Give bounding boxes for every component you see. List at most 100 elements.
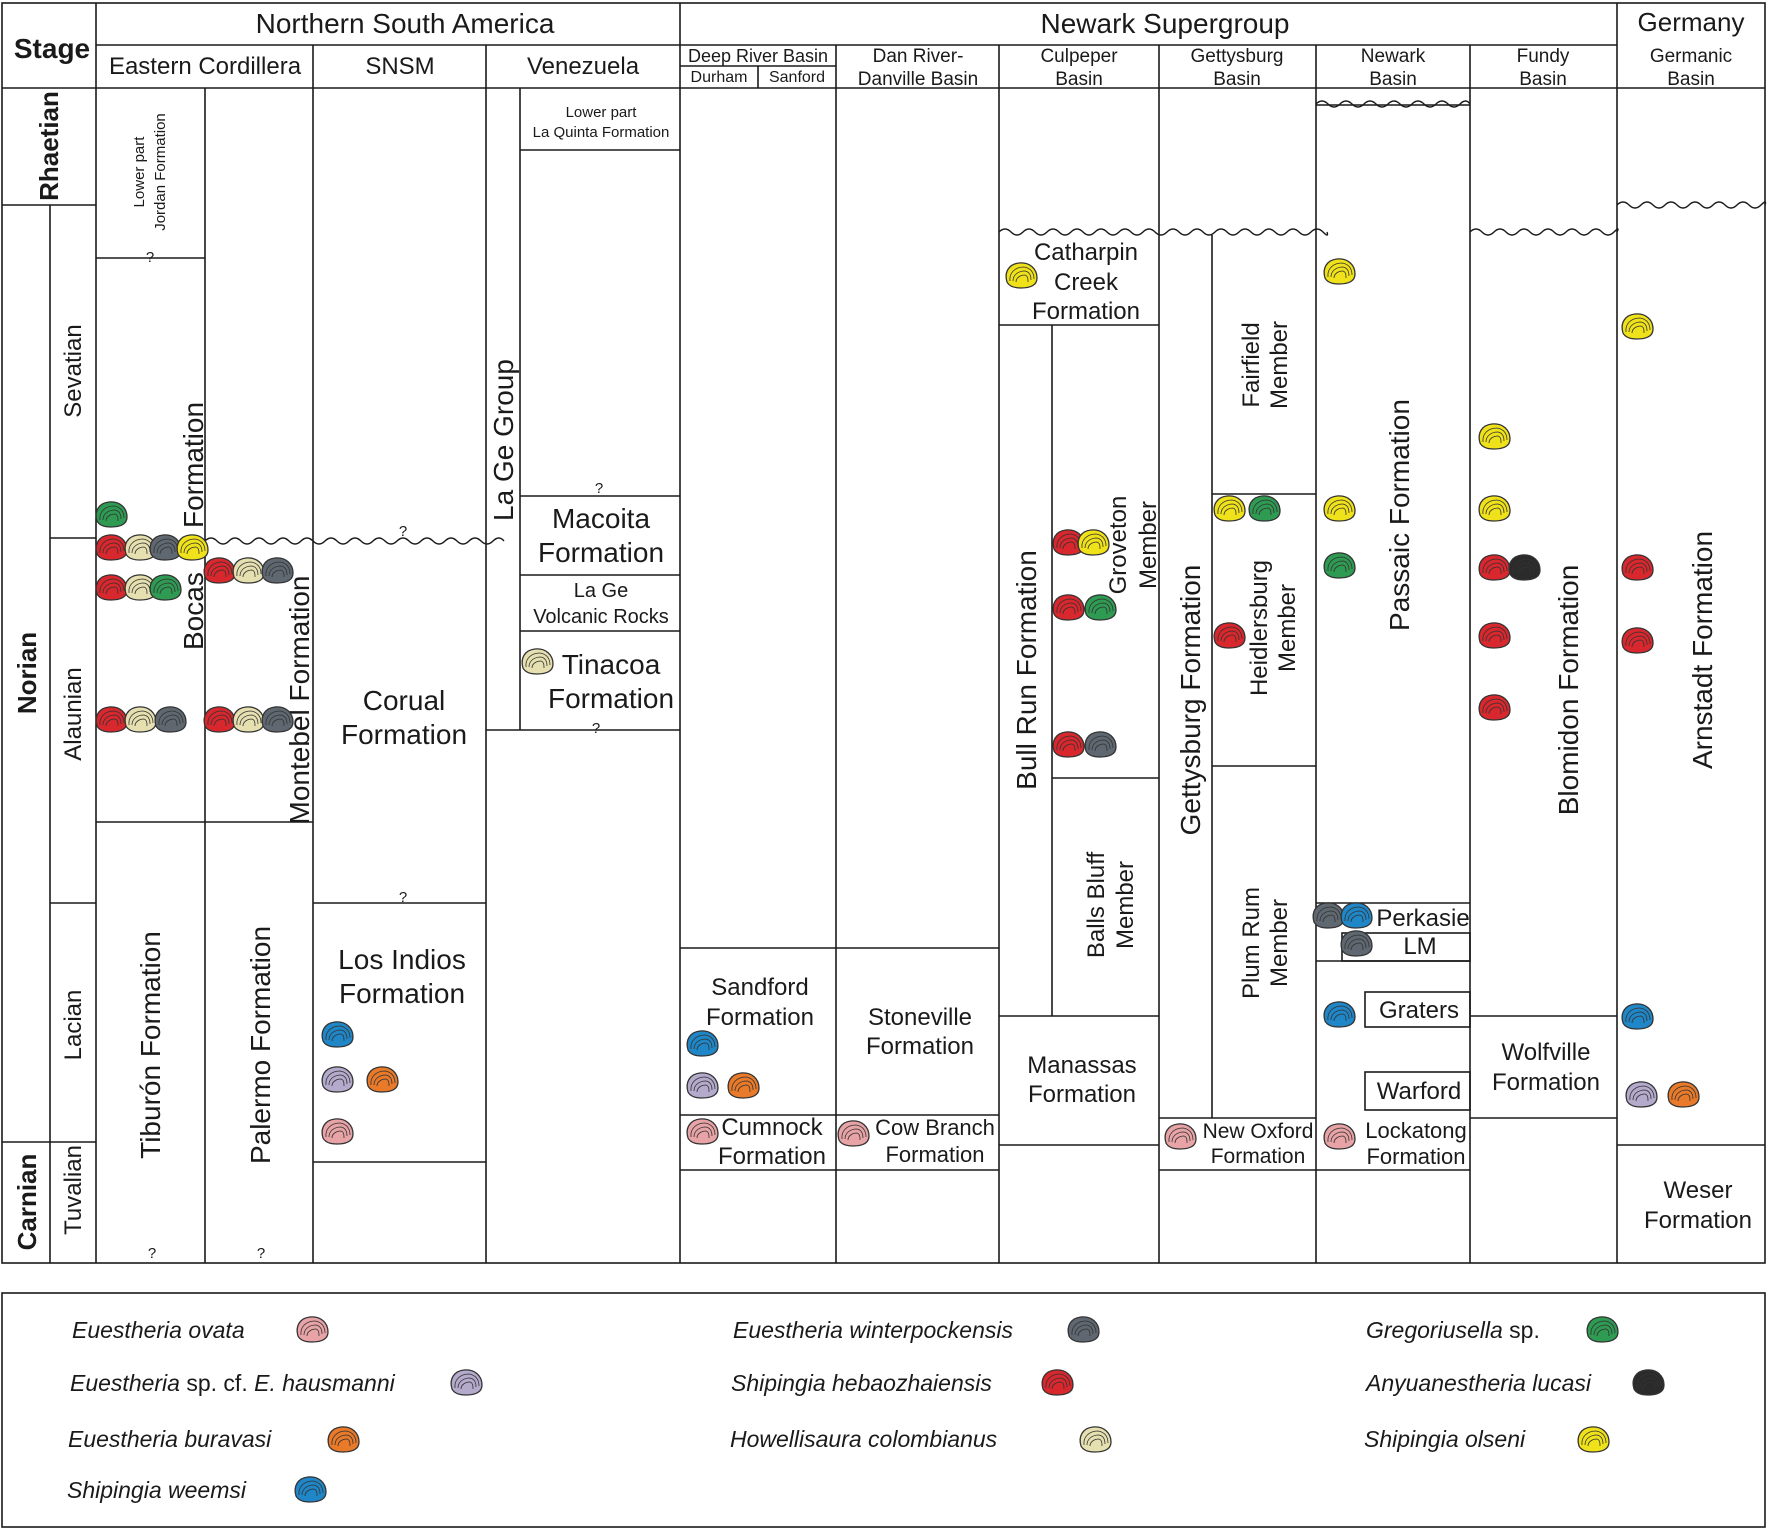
gregoriusella-shell-icon (1586, 1316, 1619, 1343)
bocas-label-1: Bocas (178, 572, 209, 650)
col-culpeper-2: Basin (1055, 69, 1103, 90)
montebel-formation: Montebel Formation (284, 575, 315, 824)
hebaozhaiensis-shell-icon (95, 706, 128, 733)
legend-euestheria-ovata: Euestheria ovata (72, 1317, 245, 1343)
hausmanni-shell-icon (1625, 1081, 1658, 1108)
ovata-shell-icon (321, 1118, 354, 1145)
substage-lacian: Lacian (60, 990, 87, 1061)
gettysburg-formation: Gettysburg Formation (1175, 565, 1206, 836)
winterpockensis-shell-icon (261, 557, 294, 584)
macoita-label-2: Formation (538, 537, 664, 568)
weemsi-shell-icon (686, 1030, 719, 1057)
lagevolc-label-2: Volcanic Rocks (533, 606, 669, 628)
uncertain-mark: ? (595, 480, 603, 497)
hebaozhaiensis-shell-icon (1052, 594, 1085, 621)
legend-euestheria-hausmanni: Euestheria sp. cf. E. hausmanni (70, 1370, 396, 1396)
newoxford-label-1: New Oxford (1203, 1120, 1314, 1143)
lucasi-shell-icon (1632, 1369, 1665, 1396)
olseni-shell-icon (1478, 495, 1511, 522)
formation-labels: Lower part Jordan Formation ? Bocas Form… (131, 104, 1752, 1262)
legend-euestheria-buravasi: Euestheria buravasi (68, 1426, 272, 1452)
tinacoa-label-1: Tinacoa (562, 649, 661, 680)
hausmanni-shell-icon (450, 1369, 483, 1396)
legend-howellisaura-colombianus: Howellisaura colombianus (730, 1426, 998, 1452)
col-durham: Durham (691, 69, 748, 86)
group-newark-supergroup: Newark Supergroup (1040, 8, 1289, 39)
quinta-label-2: La Quinta Formation (533, 124, 670, 141)
ovata-shell-icon (1323, 1123, 1356, 1150)
col-fundy-2: Basin (1519, 69, 1567, 90)
ovata-shell-icon (1164, 1123, 1197, 1150)
perkasie-label: Perkasie (1376, 905, 1469, 932)
col-germanic-1: Germanic (1650, 46, 1732, 67)
plumrum-label-2: Member (1266, 899, 1293, 987)
uncertain-mark: ? (148, 1245, 156, 1262)
lockatong-label-2: Formation (1366, 1144, 1465, 1169)
group-germany: Germany (1638, 7, 1745, 37)
stage-carnian: Carnian (12, 1154, 42, 1251)
hebaozhaiensis-shell-icon (1478, 554, 1511, 581)
col-newark-1: Newark (1361, 46, 1426, 67)
lucasi-shell-icon (1508, 554, 1541, 581)
olseni-shell-icon (1478, 423, 1511, 450)
gregoriusella-shell-icon (149, 574, 182, 601)
legend-shipingia-weemsi: Shipingia weemsi (67, 1477, 247, 1503)
olseni-shell-icon (1323, 495, 1356, 522)
col-dan-river-2: Danville Basin (858, 69, 978, 90)
buravasi-shell-icon (1667, 1081, 1700, 1108)
hebaozhaiensis-shell-icon (1478, 694, 1511, 721)
hebaozhaiensis-shell-icon (1621, 554, 1654, 581)
uncertain-mark: ? (146, 249, 154, 266)
col-culpeper-1: Culpeper (1040, 46, 1118, 67)
hebaozhaiensis-shell-icon (1052, 731, 1085, 758)
corual-label-2: Formation (341, 719, 467, 750)
col-gettysburg-1: Gettysburg (1191, 46, 1284, 67)
cumnock-label-1: Cumnock (721, 1114, 823, 1141)
cowbranch-label-2: Formation (885, 1142, 984, 1167)
losindios-label-1: Los Indios (338, 944, 466, 975)
catharpin-label-3: Formation (1032, 298, 1140, 325)
col-venezuela: Venezuela (527, 53, 640, 80)
gregoriusella-shell-icon (95, 501, 128, 528)
blomidon-formation: Blomidon Formation (1553, 565, 1584, 816)
weemsi-shell-icon (321, 1021, 354, 1048)
group-northern-south-america: Northern South America (256, 8, 555, 39)
unconformity-lines (204, 100, 1767, 545)
winterpockensis-shell-icon (1067, 1316, 1100, 1343)
sandford-label-1: Sandford (711, 974, 808, 1001)
winterpockensis-shell-icon (149, 534, 182, 561)
lm-label: LM (1403, 933, 1436, 960)
lage-group: La Ge Group (488, 359, 519, 521)
wolfville-label-1: Wolfville (1502, 1039, 1591, 1066)
weemsi-shell-icon (294, 1476, 327, 1503)
substage-tuvalian: Tuvalian (60, 1145, 87, 1235)
weser-label-1: Weser (1664, 1177, 1733, 1204)
col-sanford: Sanford (769, 69, 825, 86)
quinta-label-1: Lower part (566, 104, 638, 121)
wolfville-label-2: Formation (1492, 1069, 1600, 1096)
manassas-label-2: Formation (1028, 1081, 1136, 1108)
colombianus-shell-icon (521, 648, 554, 675)
substage-alaunian: Alaunian (60, 667, 87, 760)
lockatong-label-1: Lockatong (1365, 1118, 1467, 1143)
palermo-formation: Palermo Formation (245, 926, 276, 1164)
olseni-shell-icon (1077, 529, 1110, 556)
olseni-shell-icon (1323, 258, 1356, 285)
legend-euestheria-winterpockensis: Euestheria winterpockensis (733, 1317, 1013, 1343)
stoneville-label-1: Stoneville (868, 1004, 972, 1031)
stage-rhaetian: Rhaetian (34, 91, 64, 201)
stoneville-label-2: Formation (866, 1033, 974, 1060)
cowbranch-label-1: Cow Branch (875, 1115, 995, 1140)
hebaozhaiensis-shell-icon (1213, 622, 1246, 649)
bull-run-formation: Bull Run Formation (1011, 550, 1042, 790)
fossil-occurrences (95, 258, 1700, 1503)
olseni-shell-icon (1213, 495, 1246, 522)
col-eastern-cordillera: Eastern Cordillera (109, 53, 302, 80)
hebaozhaiensis-shell-icon (203, 557, 236, 584)
plumrum-label-1: Plum Rum (1238, 887, 1265, 999)
olseni-shell-icon (1577, 1426, 1610, 1453)
ballsbluff-label-2: Member (1112, 861, 1139, 949)
stage-header: Stage (14, 33, 90, 64)
col-newark-2: Basin (1369, 69, 1417, 90)
